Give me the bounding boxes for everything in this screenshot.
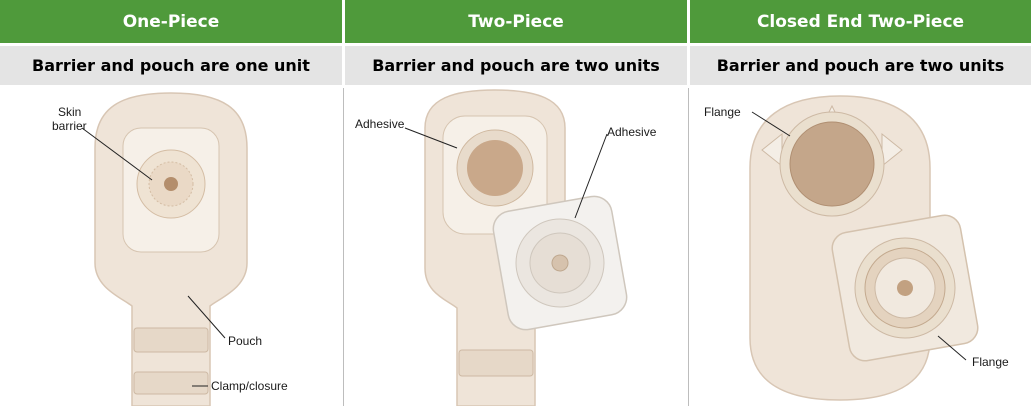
- column-divider: [343, 88, 344, 406]
- label-adhesive: Adhesive: [607, 125, 657, 139]
- label-pouch: Pouch: [228, 334, 262, 348]
- label-flange: Flange: [972, 355, 1009, 369]
- stoma-opening: [164, 177, 178, 191]
- stoma-opening: [467, 140, 523, 196]
- clamp-band: [134, 328, 208, 352]
- column-subheader: Barrier and pouch are one unit: [0, 46, 342, 85]
- clamp-band: [459, 350, 533, 376]
- illustration-closed-end: Flange Flange: [690, 88, 1031, 406]
- column-closed-end-two-piece: Closed End Two-Piece Barrier and pouch a…: [690, 0, 1031, 406]
- label-adhesive: Adhesive: [355, 117, 405, 131]
- column-header: One-Piece: [0, 0, 342, 43]
- column-header: Closed End Two-Piece: [690, 0, 1031, 43]
- column-subheader: Barrier and pouch are two units: [690, 46, 1031, 85]
- illustration-one-piece: Skin barrier Pouch Clamp/closure: [0, 88, 342, 406]
- column-two-piece: Two-Piece Barrier and pouch are two unit…: [345, 0, 687, 406]
- label-skin-barrier: Skin: [58, 105, 81, 119]
- column-subheader: Barrier and pouch are two units: [345, 46, 687, 85]
- column-divider: [688, 88, 689, 406]
- label-skin-barrier: barrier: [52, 119, 87, 133]
- column-one-piece: One-Piece Barrier and pouch are one unit…: [0, 0, 342, 406]
- column-header: Two-Piece: [345, 0, 687, 43]
- illustration-two-piece: Adhesive Adhesive: [345, 88, 687, 406]
- clamp-band: [134, 372, 208, 394]
- label-clamp-closure: Clamp/closure: [211, 379, 288, 393]
- label-flange: Flange: [704, 105, 741, 119]
